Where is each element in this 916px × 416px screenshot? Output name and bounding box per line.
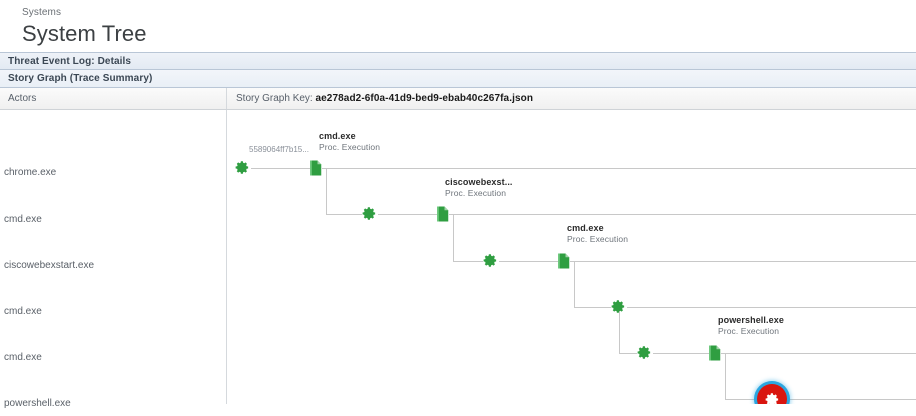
graph-edge-horizontal bbox=[619, 353, 637, 354]
node-label-title: cmd.exe bbox=[319, 131, 356, 141]
actors-column-header: Actors bbox=[0, 88, 227, 109]
node-label-subtitle: Proc. Execution bbox=[567, 234, 629, 244]
process-gear-icon[interactable] bbox=[235, 160, 251, 176]
process-file-icon[interactable] bbox=[437, 206, 449, 222]
node-label: ciscowebexst...Proc. Execution bbox=[445, 177, 513, 199]
graph-edge-horizontal bbox=[721, 353, 916, 354]
graph-edge-vertical bbox=[619, 307, 620, 353]
selected-process-gear-icon[interactable] bbox=[757, 384, 787, 404]
process-gear-icon[interactable] bbox=[637, 345, 653, 361]
graph-edge-horizontal bbox=[627, 307, 916, 308]
actor-row[interactable]: cmd.exe bbox=[4, 352, 42, 364]
node-label-subtitle: Proc. Execution bbox=[445, 188, 507, 198]
story-graph-key-value: ae278ad2-6f0a-41d9-bed9-ebab40c267fa.jso… bbox=[315, 93, 534, 104]
body-area: chrome.exe cmd.exe ciscowebexstart.exe cmd.… bbox=[0, 110, 916, 409]
graph-edge-horizontal bbox=[449, 214, 916, 215]
actor-label: ciscowebexstart.exe bbox=[4, 260, 95, 271]
graph-edge-horizontal bbox=[499, 261, 559, 262]
graph-edge-vertical bbox=[326, 168, 327, 214]
root-hash-label: 5589064ff7b15... bbox=[249, 145, 309, 154]
actor-label: cmd.exe bbox=[4, 214, 42, 225]
graph-edge-horizontal bbox=[570, 261, 916, 262]
actor-label: cmd.exe bbox=[4, 352, 42, 363]
actors-pane: chrome.exe cmd.exe ciscowebexstart.exe cmd.… bbox=[0, 110, 227, 409]
story-graph-key-header: Story Graph Key: ae278ad2-6f0a-41d9-bed9… bbox=[227, 88, 916, 109]
section-threat-event-log[interactable]: Threat Event Log: Details bbox=[0, 52, 916, 70]
actor-label: powershell.exe bbox=[4, 398, 71, 409]
node-label-subtitle: Proc. Execution bbox=[319, 142, 381, 152]
graph-edge-horizontal bbox=[326, 214, 362, 215]
story-graph-key-label: Story Graph Key: bbox=[236, 93, 313, 104]
graph-edge-vertical bbox=[453, 214, 454, 261]
actor-row[interactable]: powershell.exe bbox=[4, 398, 71, 410]
actor-label: chrome.exe bbox=[4, 167, 57, 178]
page-header: Systems System Tree bbox=[0, 0, 916, 52]
actor-row[interactable]: cmd.exe bbox=[4, 306, 42, 318]
graph-edge-horizontal bbox=[378, 214, 438, 215]
actor-row[interactable]: chrome.exe bbox=[4, 167, 56, 179]
process-gear-icon[interactable] bbox=[483, 253, 499, 269]
actor-row[interactable]: ciscowebexstart.exe bbox=[4, 260, 94, 272]
node-label-title: powershell.exe bbox=[718, 315, 784, 325]
section-story-graph[interactable]: Story Graph (Trace Summary) bbox=[0, 70, 916, 88]
process-gear-icon[interactable] bbox=[611, 299, 627, 315]
graph-edge-horizontal bbox=[322, 168, 916, 169]
actor-label: cmd.exe bbox=[4, 306, 42, 317]
graph-edge-vertical bbox=[574, 261, 575, 307]
graph-edge-horizontal bbox=[786, 399, 916, 400]
graph-edge-horizontal bbox=[453, 261, 483, 262]
graph-edge-horizontal bbox=[653, 353, 710, 354]
node-label-title: ciscowebexst... bbox=[445, 177, 513, 187]
process-file-icon[interactable] bbox=[709, 345, 721, 361]
graph-edge-horizontal bbox=[251, 168, 311, 169]
process-file-icon[interactable] bbox=[558, 253, 570, 269]
breadcrumb[interactable]: Systems bbox=[22, 7, 62, 18]
graph-edge-horizontal bbox=[574, 307, 611, 308]
node-label-title: cmd.exe bbox=[567, 223, 604, 233]
column-header-row: Actors Story Graph Key: ae278ad2-6f0a-41… bbox=[0, 88, 916, 110]
page-title: System Tree bbox=[22, 21, 147, 46]
graph-edge-vertical bbox=[725, 353, 726, 399]
node-label-subtitle: Proc. Execution bbox=[718, 326, 780, 336]
process-file-icon[interactable] bbox=[310, 160, 322, 176]
graph-edge-horizontal bbox=[725, 399, 758, 400]
process-gear-icon[interactable] bbox=[362, 206, 378, 222]
actor-row[interactable]: cmd.exe bbox=[4, 214, 42, 226]
